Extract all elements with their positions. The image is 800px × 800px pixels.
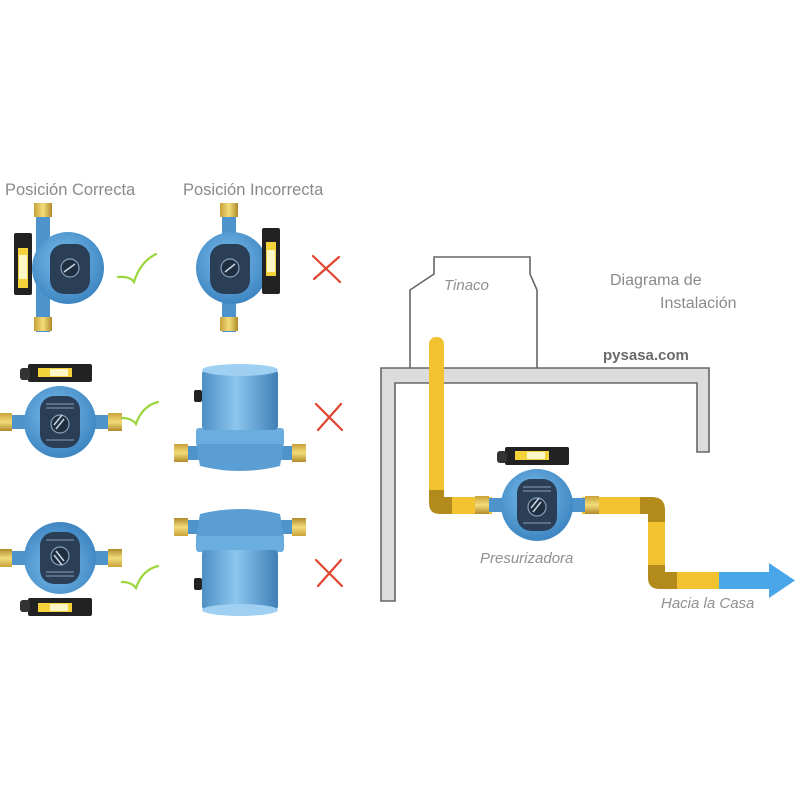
check-icon <box>120 400 160 427</box>
tank-label: Tinaco <box>444 277 489 294</box>
x-icon <box>311 254 342 284</box>
x-icon <box>314 558 344 588</box>
pump-label: Presurizadora <box>480 550 574 567</box>
pump-incorrect-row-3 <box>174 509 306 616</box>
pump-correct-row-2 <box>0 363 123 459</box>
pump-incorrect-row-2 <box>174 364 306 471</box>
pump-correct-row-1 <box>14 203 104 332</box>
check-icon <box>120 564 160 591</box>
water-pipe <box>429 337 719 589</box>
diagram-title-line-1: Diagrama de <box>610 272 702 289</box>
pump-incorrect-row-1 <box>196 203 280 332</box>
destination-label: Hacia la Casa <box>661 595 755 612</box>
diagram-title-line-2: Instalación <box>660 295 737 312</box>
website-label: pysasa.com <box>603 347 689 364</box>
house-structure <box>380 367 710 602</box>
correct-position-header: Posición Correcta <box>5 181 136 199</box>
x-icon <box>314 402 344 432</box>
check-icon <box>116 252 158 285</box>
flow-arrow <box>719 563 795 598</box>
pressurizer-pump <box>474 446 600 542</box>
incorrect-position-header: Posición Incorrecta <box>183 181 324 199</box>
pump-correct-row-3 <box>0 521 123 617</box>
